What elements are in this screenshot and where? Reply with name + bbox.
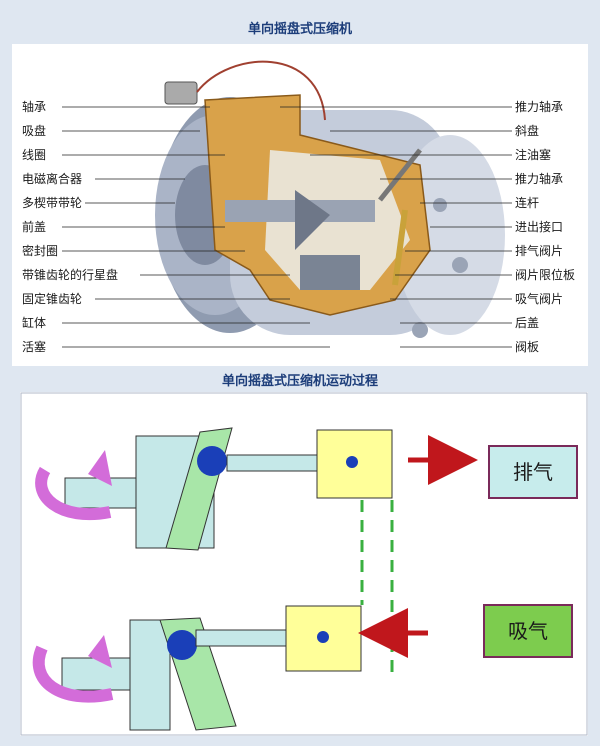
label-rear-cover: 后盖 — [515, 316, 540, 330]
label-valve-plate: 阀板 — [515, 340, 540, 354]
electrical-connector — [164, 81, 198, 105]
rotation-arrow-icon — [32, 645, 114, 703]
label-piston: 活塞 — [22, 340, 47, 354]
connector-wire — [196, 60, 326, 121]
label-front-cover: 前盖 — [22, 220, 47, 234]
label-seal: 密封圈 — [22, 244, 59, 258]
joint-dot — [167, 630, 197, 660]
label-thrust-bearing-1: 推力轴承 — [515, 100, 564, 114]
intake-label: 吸气 — [508, 619, 548, 643]
label-valve-limiter: 阀片限位板 — [515, 268, 576, 282]
rotation-arrowhead-icon — [88, 450, 112, 486]
piston-dot — [317, 631, 329, 643]
motion-frame — [20, 392, 588, 736]
label-swash-plate: 斜盘 — [515, 124, 540, 138]
exhaust-box — [488, 445, 578, 499]
drive-shaft-top — [64, 477, 141, 509]
connecting-rod — [378, 148, 422, 202]
label-thrust-bearing-2: 推力轴承 — [515, 172, 564, 186]
label-bearing: 轴承 — [22, 100, 47, 114]
label-connecting-rod: 连杆 — [515, 196, 540, 210]
label-coil: 线圈 — [22, 148, 47, 162]
rotation-arrow-icon — [35, 466, 112, 521]
valve-plate — [392, 209, 408, 286]
label-fixed-gear: 固定锥齿轮 — [22, 292, 83, 306]
bevel-gear — [295, 190, 330, 250]
label-suction-cup: 吸盘 — [22, 124, 47, 138]
intake-box — [483, 604, 573, 658]
leader-lines — [62, 106, 512, 348]
piston — [300, 255, 360, 290]
drive-shaft-bottom — [61, 657, 135, 691]
label-oil-plug: 注油塞 — [515, 148, 552, 162]
piston-rod-bottom — [195, 629, 287, 647]
label-pulley: 多楔带带轮 — [22, 196, 83, 210]
label-intake-valve: 吸气阀片 — [515, 292, 564, 306]
joint-dot — [197, 446, 227, 476]
diagram-title-top: 单向摇盘式压缩机 — [247, 22, 352, 37]
bolt-icon — [433, 198, 447, 212]
bolt-icon — [412, 322, 428, 338]
label-exhaust-valve: 排气阀片 — [515, 244, 564, 258]
piston-rod-top — [226, 454, 318, 472]
exhaust-label: 排气 — [513, 460, 553, 484]
label-cylinder: 缸体 — [22, 316, 47, 330]
label-clutch: 电磁离合器 — [22, 172, 83, 186]
rotation-arrowhead-icon — [88, 635, 112, 668]
swash-hub-bottom — [129, 619, 171, 731]
bolt-icon — [452, 257, 468, 273]
diagram-title-bottom: 单向摇盘式压缩机运动过程 — [221, 374, 378, 389]
label-port: 进出接口 — [515, 220, 564, 234]
piston-dot — [346, 456, 358, 468]
label-planetary-disc: 带锥齿轮的行星盘 — [22, 268, 119, 282]
